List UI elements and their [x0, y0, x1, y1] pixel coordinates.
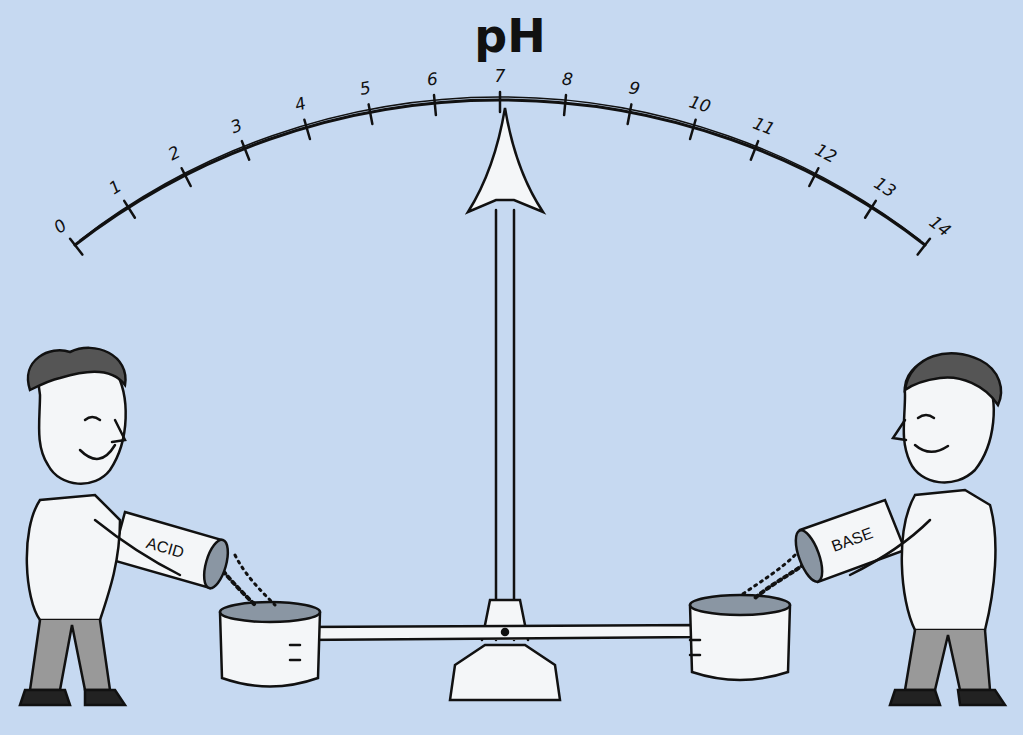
scale-number: 0: [51, 216, 70, 236]
scale-tick: [124, 201, 135, 218]
scale-number: 4: [292, 95, 307, 114]
scale-tick: [369, 104, 373, 124]
scale-title: pH: [474, 13, 545, 59]
scale-number: 2: [166, 144, 183, 164]
scale-tick: [690, 120, 696, 139]
scale-tick: [564, 95, 566, 115]
scale-tick: [628, 104, 632, 124]
scale-tick: [809, 168, 818, 186]
scale-number: 3: [228, 116, 244, 136]
scale-number: 11: [751, 114, 777, 138]
scale-number: 12: [812, 141, 839, 166]
scale-number: 14: [926, 213, 954, 240]
scale-tick: [434, 95, 436, 115]
scale-tick: [242, 141, 249, 160]
scale-number: 7: [495, 68, 506, 85]
scale-tick: [182, 168, 191, 186]
scale-tick: [499, 92, 502, 112]
scale-number: 13: [871, 174, 898, 200]
scale-number: 10: [687, 93, 713, 115]
scale-tick: [865, 201, 876, 218]
scale-number: 6: [426, 70, 438, 88]
scale-number: 1: [107, 177, 125, 197]
scale-tick: [751, 141, 758, 160]
scale-number: 5: [359, 79, 373, 98]
scale-number: 8: [561, 70, 573, 88]
scale-number: 9: [627, 79, 641, 98]
scale-tick: [304, 120, 310, 139]
scale-tick: [918, 239, 930, 255]
scale-tick: [70, 239, 82, 255]
